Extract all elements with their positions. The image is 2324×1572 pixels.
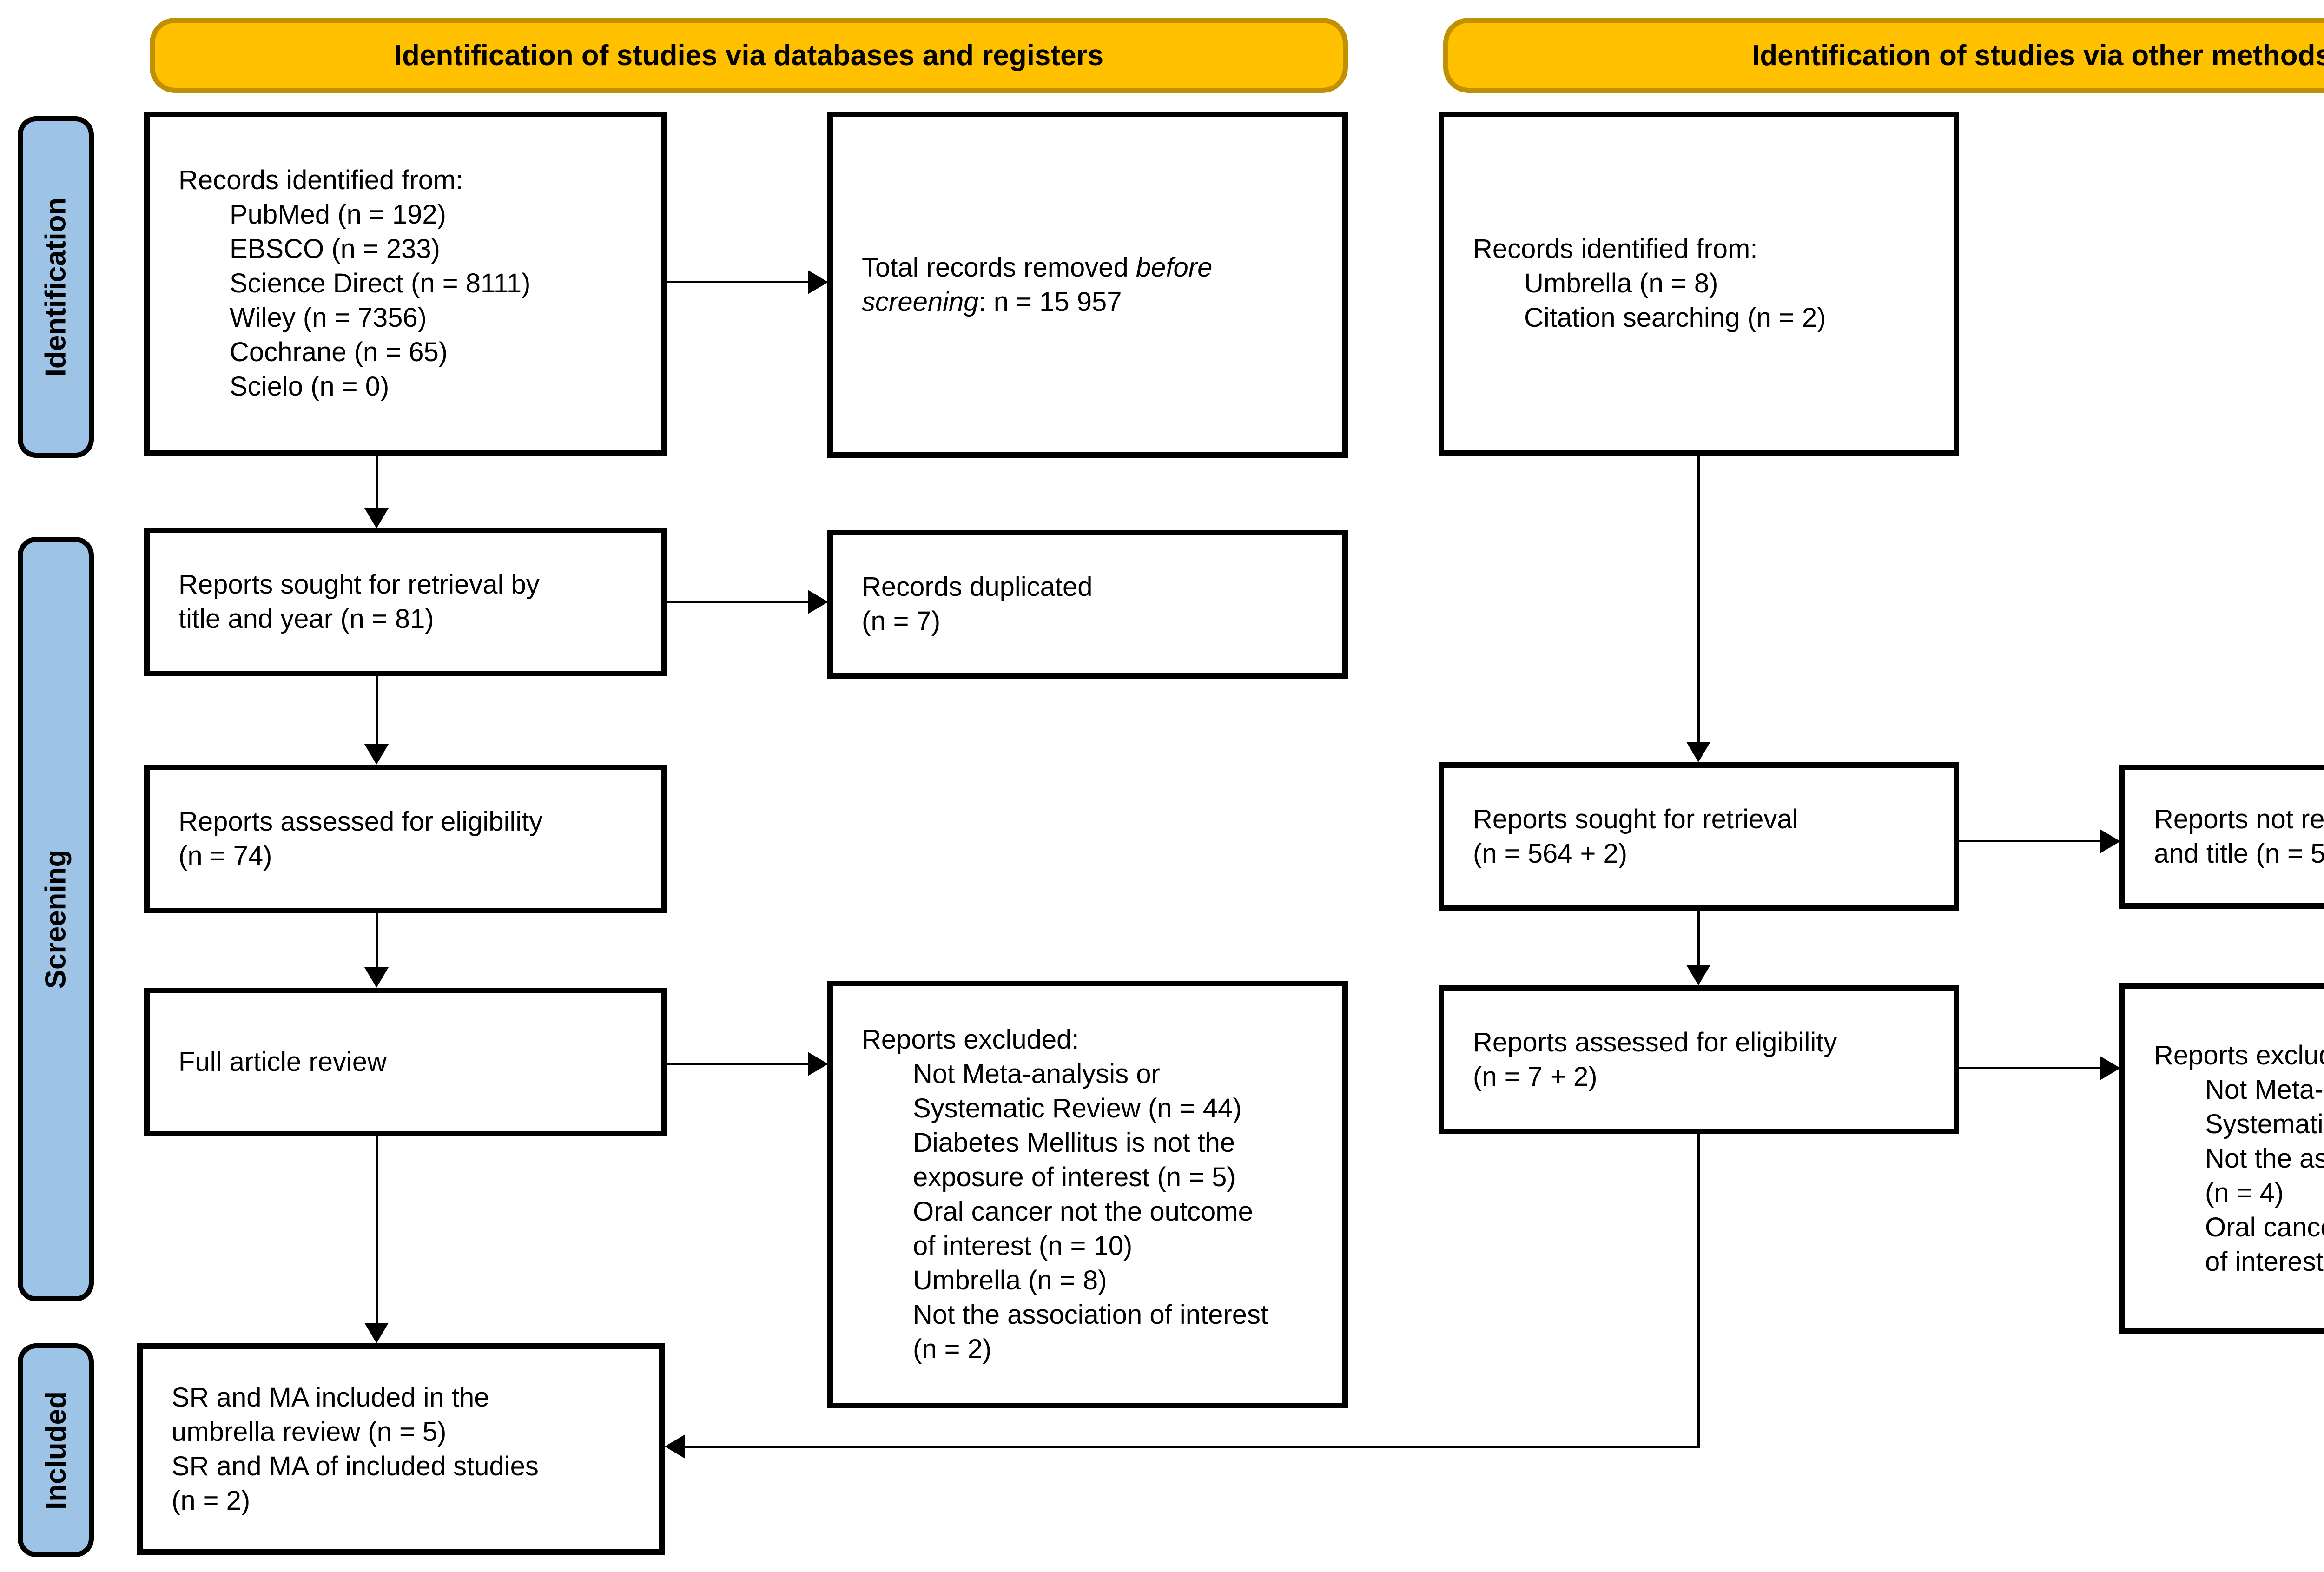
arrowhead-right-icon [808,270,828,294]
box-line: Records identified from: [1473,234,1758,264]
box-line: Not Meta-analysis or [913,1059,1160,1089]
text-normal: : n = 15 957 [978,286,1122,317]
box-line: Umbrella (n = 8) [1524,268,1718,298]
box-reports-excluded-databases: Reports excluded: Not Meta-analysis or S… [827,981,1348,1408]
arrowhead-right-icon [2100,1056,2120,1080]
connector-records-db-to-sought [376,456,378,508]
text-normal: Total records removed [862,252,1136,283]
box-line: umbrella review (n = 5) [172,1416,447,1447]
box-line: EBSCO (n = 233) [230,234,440,264]
box-line: Records duplicated [862,572,1093,602]
arrowhead-left-icon [665,1434,685,1459]
box-line: Umbrella (n = 8) [913,1265,1107,1295]
connector-sought-to-assessed-db [376,676,378,744]
banner-other-methods-label: Identification of studies via other meth… [1751,39,2324,72]
arrowhead-down-icon [364,508,389,528]
box-reports-excluded-other: Reports excluded: Not Meta-analysis or S… [2119,983,2324,1334]
box-line: Scielo (n = 0) [230,371,390,402]
box-line: PubMed (n = 192) [230,199,446,230]
box-line: Systematic Review (n = 44) [913,1093,1242,1123]
text-italic: before [1136,252,1213,283]
arrowhead-down-icon [364,744,389,765]
connector-fullreview-to-included [376,1136,378,1323]
box-line: (n = 2) [913,1334,992,1364]
connector-sought-other-to-notretrieved [1959,840,2101,842]
box-line: and title (n = 557) [2154,839,2324,869]
box-line: Reports not retrieved by year [2154,804,2324,834]
box-line: Oral cancer not the outcome [913,1196,1253,1227]
box-line: Wiley (n = 7356) [230,303,427,333]
connector-fullreview-to-excluded [667,1063,809,1065]
box-included-sr-ma: SR and MA included in the umbrella revie… [137,1343,665,1555]
arrowhead-right-icon [808,590,828,614]
banner-databases-label: Identification of studies via databases … [394,39,1104,72]
box-reports-sought-retrieval-other: Reports sought for retrieval (n = 564 + … [1439,762,1959,911]
stage-included: Included [18,1343,94,1557]
box-reports-assessed-eligibility-databases: Reports assessed for eligibility (n = 74… [144,765,667,913]
box-records-identified-databases: Records identified from: PubMed (n = 192… [144,112,667,456]
connector-records-db-to-removed [667,281,809,283]
box-line: of interest (n = 2) [2205,1246,2324,1277]
arrowhead-right-icon [808,1052,828,1076]
box-line: screening: n = 15 957 [862,285,1333,319]
box-full-article-review: Full article review [144,988,667,1136]
box-line: Systematic Review (n = 1) [2205,1109,2324,1139]
box-reports-assessed-eligibility-other: Reports assessed for eligibility (n = 7 … [1439,985,1959,1134]
arrowhead-right-icon [2100,829,2120,853]
box-line: SR and MA of included studies [172,1451,539,1481]
box-line: Cochrane (n = 65) [230,337,448,367]
box-line: Not Meta-analysis or [2205,1074,2324,1105]
box-line: exposure of interest (n = 5) [913,1162,1236,1192]
box-line: of interest (n = 10) [913,1231,1133,1261]
box-line: Reports excluded: [2154,1040,2324,1070]
arrowhead-down-icon [1686,742,1710,762]
box-line: Reports sought for retrieval by [178,569,540,600]
box-line: (n = 564 + 2) [1473,839,1628,869]
box-line: Reports excluded: [862,1024,1079,1055]
box-line: Reports assessed for eligibility [178,806,543,837]
box-line: Total records removed before [862,251,1333,285]
box-line: (n = 2) [172,1485,251,1516]
box-line: (n = 7 + 2) [1473,1062,1598,1092]
box-total-records-removed: Total records removed before screening: … [827,112,1348,458]
box-line: Citation searching (n = 2) [1524,303,1826,333]
box-line: Not the association of interest [913,1300,1268,1330]
connector-assessed-other-down [1697,1134,1700,1448]
box-line: (n = 7) [862,606,941,636]
stage-screening-label: Screening [40,849,72,989]
connector-records-other-to-sought [1697,456,1700,742]
stage-identification-label: Identification [40,197,72,377]
stage-included-label: Included [40,1391,72,1510]
arrowhead-down-icon [364,1323,389,1343]
box-line: Oral cancer not the outcome [2205,1212,2324,1242]
box-line: SR and MA included in the [172,1382,489,1413]
banner-other-methods: Identification of studies via other meth… [1443,18,2324,93]
box-line: Full article review [178,1047,387,1077]
stage-screening: Screening [18,537,94,1301]
box-line: Science Direct (n = 8111) [230,268,531,298]
arrowhead-down-icon [364,967,389,988]
box-line: (n = 4) [2205,1177,2284,1208]
box-reports-sought-title-year: Reports sought for retrieval by title an… [144,528,667,676]
box-line: Reports sought for retrieval [1473,804,1798,834]
connector-sought-to-duplicated [667,601,809,603]
connector-assessed-other-to-excluded [1959,1067,2101,1069]
text-italic: screening [862,286,979,317]
connector-assessed-other-to-included [685,1446,1700,1448]
stage-identification: Identification [18,116,94,458]
connector-sought-other-to-assessed [1697,911,1700,965]
box-reports-not-retrieved: Reports not retrieved by year and title … [2119,765,2324,909]
box-records-duplicated: Records duplicated (n = 7) [827,530,1348,679]
box-records-identified-other: Records identified from: Umbrella (n = 8… [1439,112,1959,456]
box-line: title and year (n = 81) [178,604,434,634]
box-line: Not the association of interest [2205,1143,2324,1174]
box-line: (n = 74) [178,841,272,871]
connector-assessed-to-fullreview [376,913,378,967]
arrowhead-down-icon [1686,965,1710,985]
box-line: Reports assessed for eligibility [1473,1027,1837,1057]
box-line: Records identified from: [178,165,463,195]
banner-databases-registers: Identification of studies via databases … [150,18,1348,93]
box-line: Diabetes Mellitus is not the [913,1128,1235,1158]
